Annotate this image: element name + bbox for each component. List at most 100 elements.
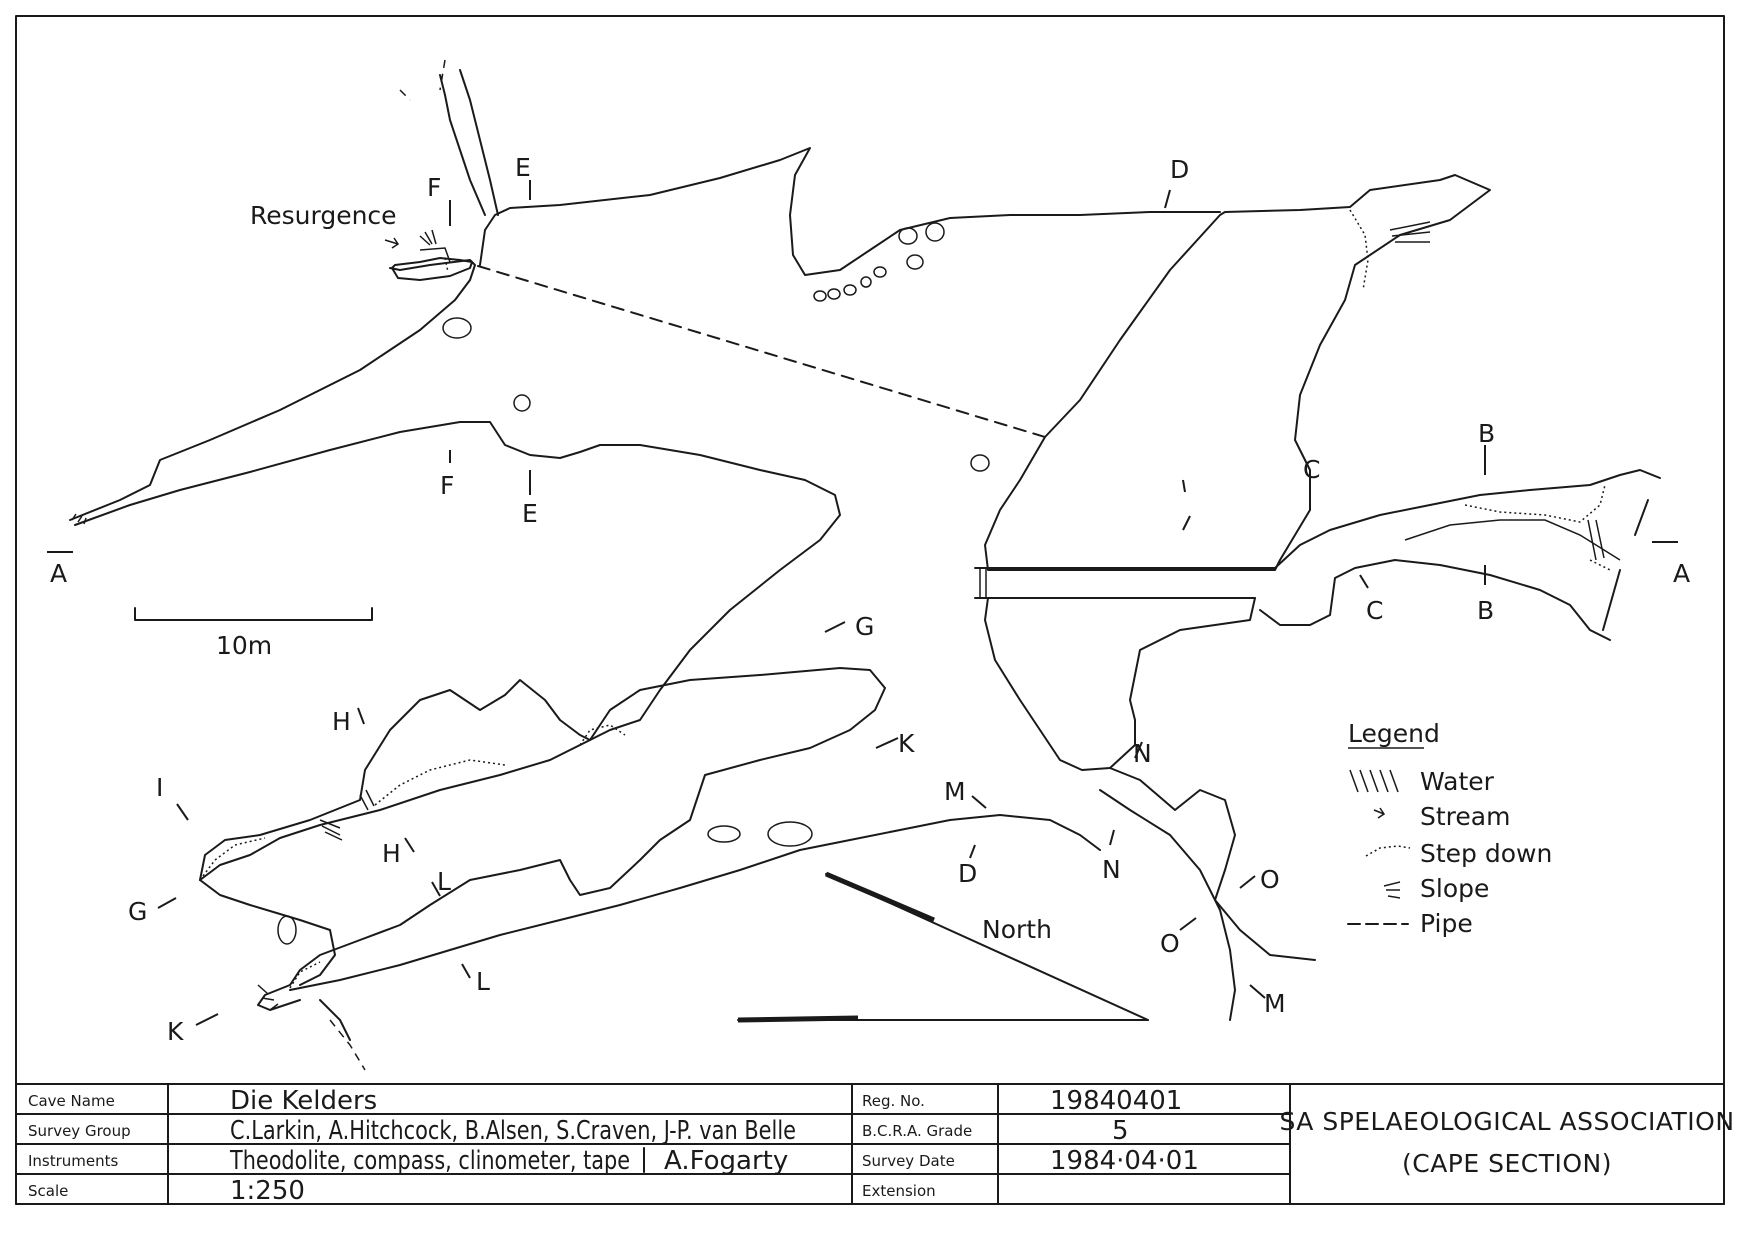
passage-southeast-west	[1099, 789, 1236, 1021]
inlet-stream-east	[459, 69, 499, 216]
passage-north	[479, 147, 1221, 276]
boulder	[898, 227, 918, 245]
stream-arrow-icon	[1373, 807, 1386, 819]
survey-group: C.Larkin, A.Hitchcock, B.Alsen, S.Craven…	[230, 1116, 796, 1146]
section-label-b-south: B	[1477, 596, 1494, 625]
scale-bar-label: 10m	[216, 631, 272, 660]
reg-no: 19840401	[1050, 1086, 1182, 1116]
step-down	[1349, 209, 1369, 291]
passage-central-north	[289, 667, 886, 986]
grade-label: B.C.R.A. Grade	[862, 1122, 972, 1140]
resurgence-fan	[419, 229, 437, 246]
passage-east-north	[1274, 469, 1661, 569]
scale-label: Scale	[28, 1182, 68, 1200]
survey-group-label: Survey Group	[28, 1122, 131, 1140]
legend-item-water: Water	[1420, 767, 1495, 796]
legend-item-pipe: Pipe	[1420, 909, 1473, 938]
section-label-h-south: H	[382, 839, 401, 868]
stream-arrow	[384, 237, 400, 249]
section-label-g-west: G	[128, 897, 147, 926]
section-label-e: E	[515, 153, 531, 182]
section-label-a-east: A	[1673, 559, 1690, 588]
title-block: Cave Name Survey Group Instruments Scale…	[15, 1083, 1734, 1206]
section-label-a-west: A	[50, 559, 67, 588]
boulder	[277, 915, 297, 945]
inlet-stream-west	[439, 74, 486, 216]
section-label-d: D	[1170, 155, 1189, 184]
boulder	[513, 394, 531, 412]
water-lake	[984, 174, 1491, 571]
section-label-l-north: L	[437, 867, 451, 896]
passage-southeast	[1109, 767, 1316, 961]
section-label-i: I	[156, 773, 163, 802]
resurgence-pool	[391, 257, 473, 281]
boulder	[813, 290, 827, 302]
boulder	[442, 317, 472, 339]
cave-plan	[69, 59, 1661, 1071]
section-label-f: F	[427, 173, 441, 202]
scale-value: 1:250	[230, 1176, 305, 1206]
passage-exit-dashed	[329, 1019, 366, 1071]
drawing-frame	[15, 15, 1725, 1205]
legend-title: Legend	[1348, 719, 1440, 748]
passage-west	[199, 679, 591, 881]
slope-icon	[1383, 881, 1401, 899]
section-label-f2: F	[440, 471, 454, 500]
passage-upper-left	[69, 259, 476, 521]
resurgence-inlet	[419, 247, 451, 263]
boulder	[843, 284, 857, 296]
pipe	[477, 265, 1046, 438]
exit-fan	[257, 984, 279, 1011]
survey-date-label: Survey Date	[862, 1152, 955, 1170]
boulder	[873, 266, 887, 278]
section-label-o-east: O	[1260, 865, 1280, 894]
section-label-d-south: D	[958, 859, 977, 888]
passage-west-loop	[199, 879, 336, 986]
north-arrow: North	[737, 871, 1149, 1023]
section-label-e2: E	[522, 499, 538, 528]
passage-central-south	[289, 814, 1101, 991]
boulder	[925, 222, 945, 242]
step-down	[199, 837, 266, 881]
instruments: Theodolite, compass, clinometer, tape	[229, 1146, 630, 1176]
org-name-line1: SA SPELAEOLOGICAL ASSOCIATION	[1279, 1107, 1734, 1136]
section-label-m-south: M	[1264, 989, 1286, 1018]
passage-upper-left-south	[74, 421, 841, 741]
passage-central-inner	[199, 739, 591, 881]
legend-item-stream: Stream	[1420, 802, 1510, 831]
passage-east-south	[1259, 559, 1611, 641]
step-down	[1589, 559, 1611, 571]
legend-item-step-down: Step down	[1420, 839, 1552, 868]
section-label-m-north: M	[944, 777, 966, 806]
boulder	[906, 254, 924, 270]
section-label-g-east: G	[855, 612, 874, 641]
section-label-k-west: K	[167, 1017, 184, 1046]
survey-date: 1984·04·01	[1050, 1146, 1199, 1176]
water-hatch-icon	[1349, 769, 1399, 793]
instruments-label: Instruments	[28, 1152, 119, 1170]
section-label-c-north: C	[1303, 455, 1320, 484]
legend: Legend Water Stream Step down Slope Pipe	[1347, 719, 1552, 938]
drawn-by: A.Fogarty	[664, 1146, 788, 1176]
north-label: North	[982, 915, 1052, 944]
legend-item-slope: Slope	[1420, 874, 1489, 903]
boulder	[767, 821, 813, 847]
boulder	[970, 454, 990, 472]
section-ticks	[47, 180, 1678, 1026]
scale-bar: 10m	[134, 607, 373, 660]
section-labels: F E D F E A A B B C C G G H H I K K L L …	[50, 153, 1690, 1046]
inlet-dashed	[399, 59, 446, 101]
org-name-line2: (CAPE SECTION)	[1402, 1149, 1612, 1178]
section-label-b-north: B	[1478, 419, 1495, 448]
section-label-l-south: L	[476, 967, 490, 996]
slope-marks	[319, 221, 1605, 841]
boulder	[827, 288, 841, 300]
section-label-h-north: H	[332, 707, 351, 736]
section-label-n-south: N	[1102, 855, 1121, 884]
step-down-icon	[1365, 845, 1411, 857]
step-down	[289, 961, 321, 989]
boulder	[707, 825, 741, 843]
step-down	[374, 759, 506, 806]
passage-exit	[257, 984, 351, 1041]
